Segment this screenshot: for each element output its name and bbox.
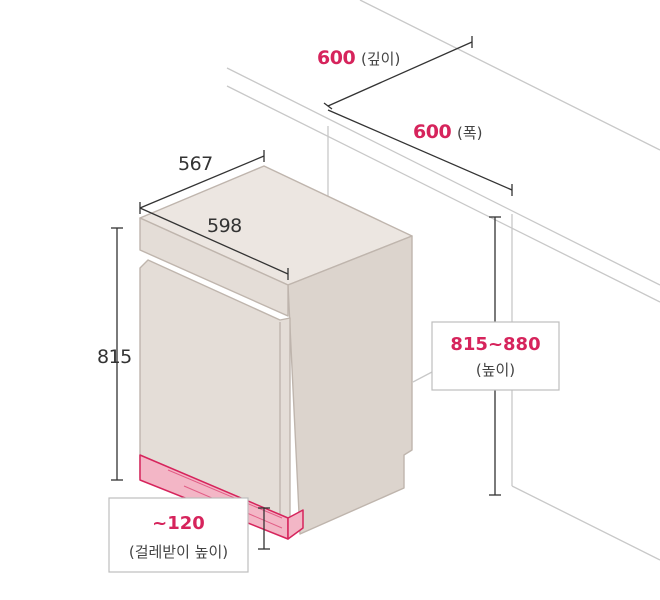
appliance-width-dimension [139, 207, 289, 280]
appliance-height-value: 815 [97, 346, 132, 368]
countertop-top-edge [226, 67, 660, 286]
cabinet-inner-edge [412, 371, 433, 383]
dishwasher-side [287, 235, 413, 535]
cabinet-height-value: 815~880 [450, 334, 540, 355]
countertop-bottom-edge [226, 85, 660, 303]
cabinet-height-label: (높이) [476, 361, 515, 379]
cabinet-width-dimension [327, 109, 513, 196]
cabinet-floor-edge [511, 485, 660, 561]
kickplate-height-dimension [258, 507, 270, 550]
kickplate-side [287, 509, 304, 540]
kickplate-value: ~120 [152, 513, 205, 534]
cabinet-width-label: (폭) [457, 124, 483, 142]
cabinet-depth-label: (깊이) [361, 50, 400, 68]
cabinet-depth-value: 600 [317, 47, 355, 69]
cabinet-height-box: 815~880 (높이) [431, 321, 560, 391]
kickplate-label: (걸레받이 높이) [129, 543, 228, 561]
appliance-height-dimension [111, 227, 123, 481]
wall-top-edge [359, 0, 660, 151]
appliance-width-value: 598 [207, 215, 242, 237]
appliance-depth-value: 567 [178, 153, 213, 175]
kickplate-box-frame [108, 497, 249, 573]
kickplate-box: ~120 (걸레받이 높이) [108, 497, 249, 573]
cabinet-width-value: 600 [413, 121, 451, 143]
dishwasher-body [139, 165, 413, 535]
cabinet-depth-dimension [323, 36, 473, 110]
dishwasher-control-panel [139, 217, 289, 317]
cabinet-height-box-frame [431, 321, 560, 391]
kickplate-area [139, 454, 304, 540]
